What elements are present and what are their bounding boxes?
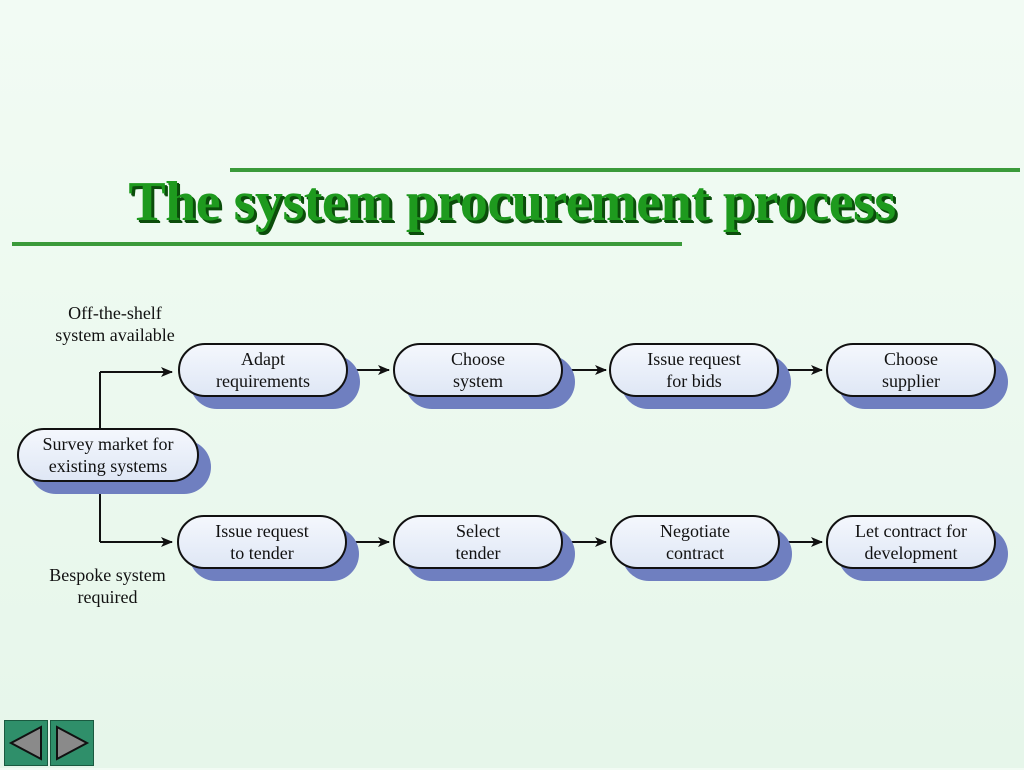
node-choose-supplier: Choose supplier bbox=[826, 343, 1008, 409]
node-label: Choose system bbox=[451, 349, 505, 391]
node-negotiate-contract: Negotiate contract bbox=[610, 515, 792, 581]
node-label: Negotiate contract bbox=[660, 521, 730, 563]
node-choose-system: Choose system bbox=[393, 343, 575, 409]
node-label: Issue request to tender bbox=[215, 521, 309, 563]
branch-label-bespoke: Bespoke system required bbox=[49, 565, 166, 607]
node-label: Adapt requirements bbox=[216, 349, 310, 391]
node-label: Select tender bbox=[455, 521, 501, 563]
node-let-contract: Let contract for development bbox=[826, 515, 1008, 581]
node-adapt-requirements: Adapt requirements bbox=[178, 343, 360, 409]
node-label: Survey market for existing systems bbox=[42, 434, 174, 476]
triangle-right-icon bbox=[56, 725, 90, 761]
page-title: The system procurement process bbox=[128, 171, 896, 233]
node-label: Issue request for bids bbox=[647, 349, 741, 391]
node-survey-market: Survey market for existing systems bbox=[17, 428, 211, 494]
next-slide-button[interactable] bbox=[50, 720, 94, 766]
node-select-tender: Select tender bbox=[393, 515, 575, 581]
node-label: Choose supplier bbox=[882, 349, 940, 391]
title-rule-bottom bbox=[12, 242, 682, 246]
node-issue-request-bids: Issue request for bids bbox=[609, 343, 791, 409]
node-label: Let contract for development bbox=[855, 521, 967, 563]
prev-slide-button[interactable] bbox=[4, 720, 48, 766]
node-issue-request-tender: Issue request to tender bbox=[177, 515, 359, 581]
triangle-left-icon bbox=[8, 725, 42, 761]
branch-label-off-the-shelf: Off-the-shelf system available bbox=[55, 303, 175, 345]
title-rule-top bbox=[230, 168, 1020, 172]
